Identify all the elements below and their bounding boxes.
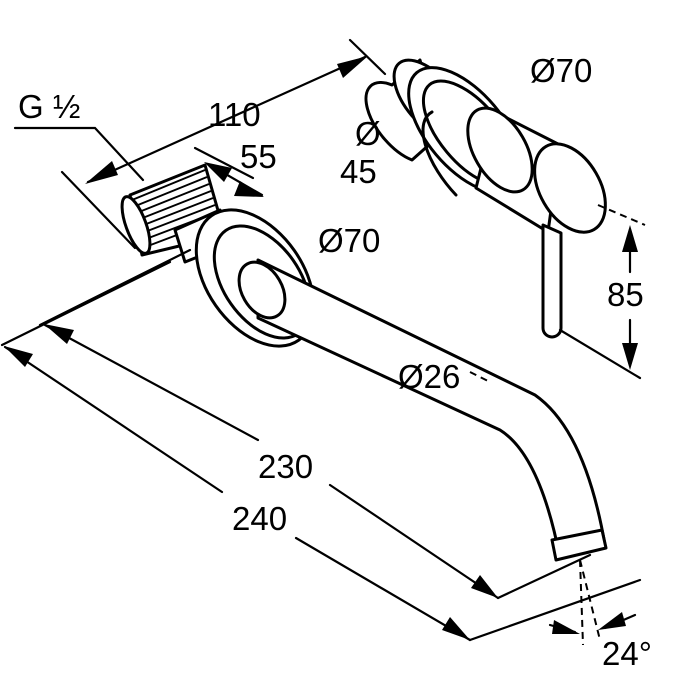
dim-110-line — [86, 55, 367, 184]
thread-end — [120, 195, 152, 255]
dim-230-line-a — [43, 323, 260, 442]
dim-240-arrow-left — [4, 346, 33, 367]
dim-240-line-a — [3, 345, 224, 494]
dim-85-label: 85 — [607, 276, 644, 313]
dim-230-arrow-left — [44, 324, 74, 344]
spout-dia-leader — [469, 371, 491, 383]
angle-ray-inclined — [579, 559, 601, 641]
thread-lines — [131, 169, 220, 250]
dim-110-ext-left — [60, 170, 137, 250]
dim-wall-ext-2 — [38, 248, 192, 327]
dim-85-ext-bottom — [558, 328, 642, 380]
valve-handle-dia-value: 45 — [340, 153, 377, 190]
dim-wall-ext-1 — [0, 260, 172, 347]
dim-230-240: 230 240 — [0, 248, 642, 642]
spout-aerator — [550, 528, 608, 562]
valve-lever — [541, 223, 563, 339]
dim-55: 55 — [193, 138, 277, 197]
dim-240-line-b — [294, 536, 472, 642]
dim-spout-ext-1 — [496, 553, 592, 600]
dim-55-arrow-right — [234, 181, 264, 197]
angle-arrow-right — [598, 612, 626, 630]
thread-callout: G ½ — [13, 88, 145, 182]
dim-85: 85 — [558, 204, 646, 380]
dim-110-ext-right — [348, 38, 387, 76]
dim-110-label: 110 — [208, 96, 261, 133]
spout — [194, 208, 608, 562]
dim-240-arrow-right — [442, 617, 470, 640]
dim-110: 110 — [60, 38, 387, 250]
dim-55-arrow-left — [204, 162, 232, 182]
dim-55-ext — [193, 146, 255, 180]
dim-110-arrow-left — [85, 161, 118, 184]
dim-85-arrow-top — [622, 225, 638, 252]
dim-85-arrow-bottom — [622, 343, 638, 370]
valve-handle-dia-symbol: Ø — [355, 115, 381, 152]
valve-unit — [364, 58, 607, 339]
dim-85-ext-top — [597, 204, 646, 226]
valve-handle-back — [466, 106, 534, 194]
valve-rosette-dia-label: Ø70 — [530, 52, 592, 89]
dim-spout-ext-2 — [468, 578, 642, 642]
valve-rosette-edge — [421, 110, 458, 197]
valve-handle-dia: Ø 45 — [340, 115, 381, 190]
valve-handle-cap — [533, 142, 607, 234]
spout-dia-label: Ø26 — [398, 358, 460, 395]
dim-230-label: 230 — [258, 448, 313, 485]
thread-leader-line — [13, 126, 145, 182]
dim-55-label: 55 — [240, 138, 277, 175]
spout-dia: Ø26 — [398, 358, 491, 395]
spout-rosette-dia-label: Ø70 — [318, 222, 380, 259]
spout-tube-end — [237, 260, 287, 320]
angle-24: 24° — [548, 559, 652, 672]
dim-230-arrow-right — [471, 575, 498, 598]
thread-label: G ½ — [18, 88, 80, 125]
dim-230-line-b — [328, 483, 500, 600]
dim-110-arrow-right — [337, 56, 368, 78]
angle-ray-vertical — [579, 559, 584, 646]
angle-label: 24° — [602, 635, 652, 672]
angle-arrow-left — [552, 620, 580, 634]
dim-240-label: 240 — [232, 500, 287, 537]
